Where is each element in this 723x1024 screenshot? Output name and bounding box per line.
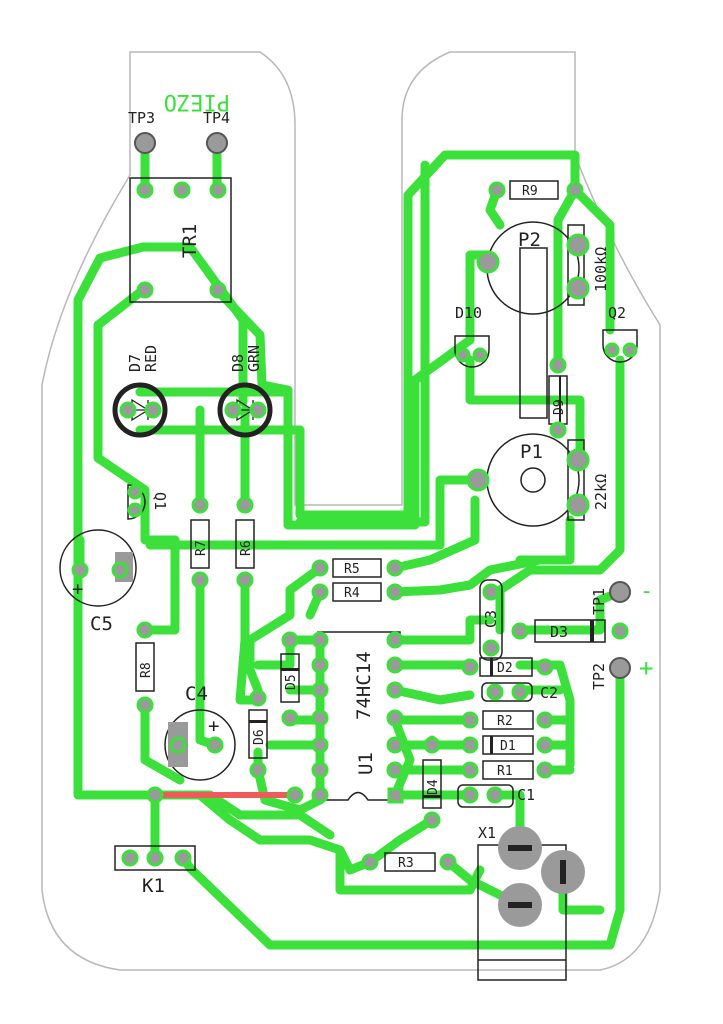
labels: TP3 TP4 TR1 D7 RED D8 GRN R9 P2 100kΩ D1… [72, 109, 653, 897]
label-d9: D9 [552, 399, 567, 415]
silkscreen [59, 177, 638, 981]
label-d7-color: RED [142, 345, 160, 372]
r9-outline [509, 180, 559, 200]
label-d6: D6 [252, 729, 267, 745]
label-tp4: TP4 [203, 109, 230, 127]
label-r6: R6 [239, 540, 254, 556]
label-p1-value: 22kΩ [592, 474, 610, 510]
label-d8: D8 [229, 354, 247, 372]
d2-outline [479, 657, 533, 677]
label-p1: P1 [520, 441, 543, 463]
label-p2-value: 100kΩ [592, 247, 610, 292]
k1-outline [114, 845, 196, 871]
x1-pads [498, 826, 585, 927]
label-c5-plus: + [72, 578, 83, 600]
d7-outline [112, 382, 168, 438]
label-plus: + [639, 654, 653, 682]
label-d1: D1 [500, 739, 516, 754]
q2-outline [602, 329, 638, 363]
square-pads [387, 787, 404, 804]
r2-outline [482, 710, 534, 730]
c4-outline [164, 709, 236, 781]
label-q1: Q1 [151, 492, 169, 510]
label-tp2: TP2 [590, 663, 608, 690]
tr1-outline [129, 177, 232, 303]
label-r5: R5 [344, 562, 360, 577]
label-d3: D3 [550, 623, 568, 641]
label-p2: P2 [518, 229, 541, 251]
label-c2: C2 [540, 684, 558, 702]
r8-outline [135, 642, 155, 692]
label-d8-color: GRN [245, 345, 263, 372]
r7-outline [190, 519, 210, 569]
d3-outline [534, 619, 606, 643]
r3-outline [384, 852, 436, 872]
label-c1: C1 [517, 786, 535, 804]
r6-outline [235, 519, 255, 569]
d8-outline [217, 382, 273, 438]
label-d2: D2 [497, 661, 513, 676]
r1-outline [482, 760, 534, 780]
label-d7: D7 [126, 354, 144, 372]
board-outline [41, 51, 661, 971]
d5-outline [280, 653, 300, 703]
r5-outline [332, 558, 382, 578]
c2-outline [481, 682, 533, 702]
label-k1: K1 [142, 875, 165, 897]
label-x1: X1 [478, 824, 496, 842]
label-c4: C4 [185, 683, 208, 705]
pads [71, 132, 638, 871]
label-tp1: TP1 [590, 588, 608, 615]
label-ic-name: 74HC14 [353, 651, 375, 720]
label-tr1: TR1 [179, 224, 201, 258]
label-d4: D4 [426, 779, 441, 795]
label-r3: R3 [398, 856, 414, 871]
label-r9: R9 [522, 184, 538, 199]
label-d10: D10 [455, 304, 482, 322]
mirror-label: PIEZO [164, 89, 230, 114]
label-r4: R4 [344, 586, 360, 601]
d6-outline [248, 709, 268, 759]
label-r8: R8 [139, 662, 154, 678]
d9-body [519, 247, 548, 419]
r4-outline [332, 582, 382, 602]
label-r1: R1 [497, 764, 513, 779]
label-r2: R2 [497, 714, 513, 729]
label-c3: C3 [482, 610, 500, 628]
label-r7: R7 [194, 540, 209, 556]
d1-outline [482, 735, 534, 755]
c1-outline [457, 784, 514, 808]
traces [73, 138, 625, 950]
label-tp3: TP3 [128, 109, 155, 127]
label-c4-plus: + [208, 715, 219, 737]
c5-outline [59, 529, 137, 607]
label-minus: - [640, 579, 653, 604]
label-u1: U1 [355, 752, 377, 775]
label-d5: D5 [284, 674, 299, 690]
label-c5: C5 [90, 613, 113, 635]
label-q2: Q2 [608, 304, 626, 322]
d4-outline [422, 759, 442, 809]
